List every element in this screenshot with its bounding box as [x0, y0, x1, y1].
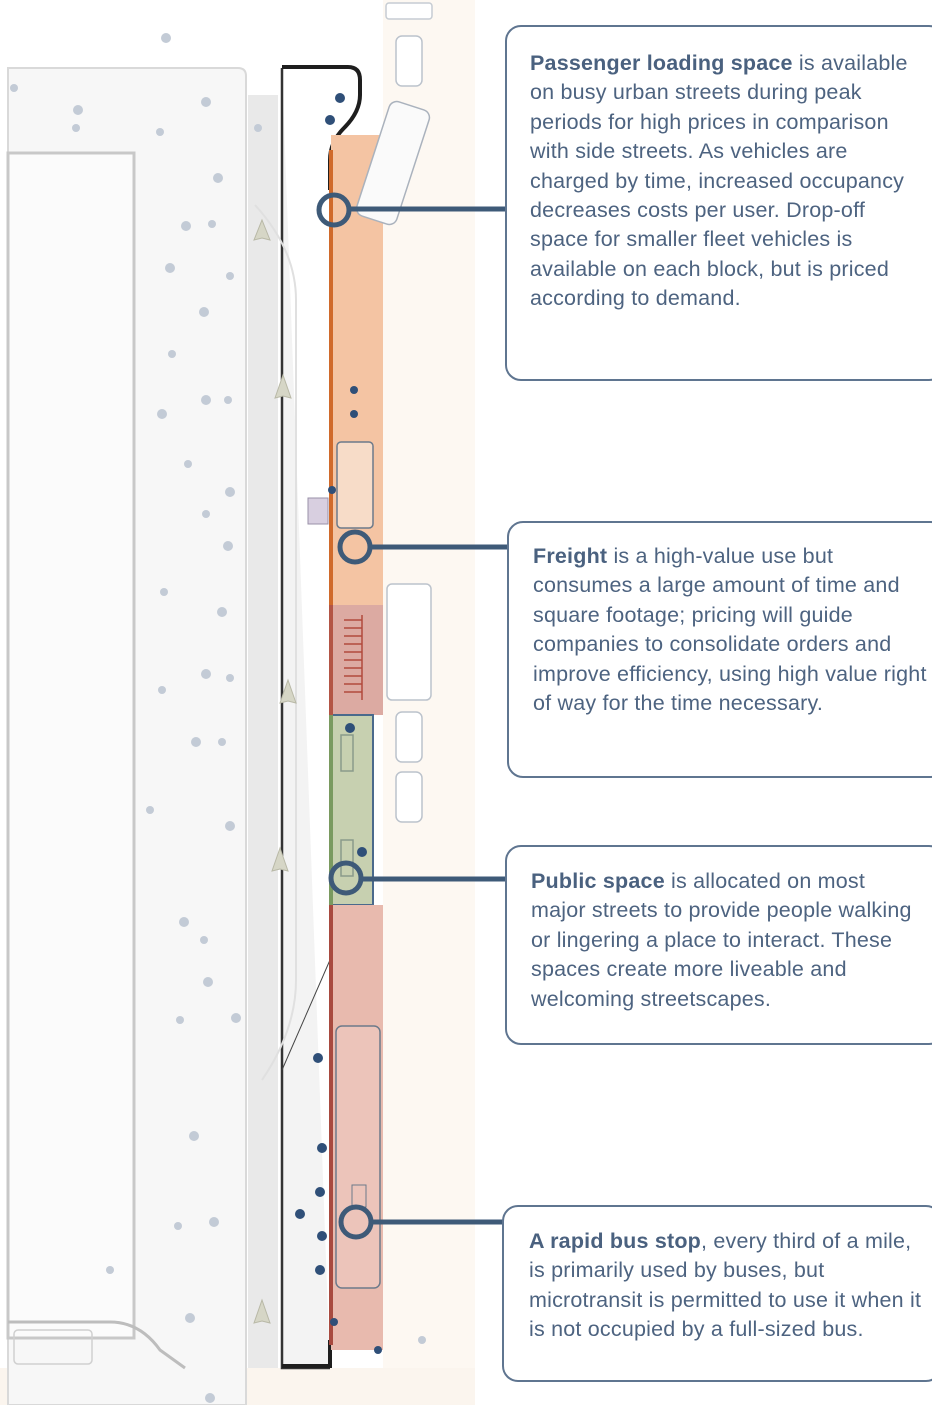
curb-bottom	[282, 1340, 332, 1368]
sidewalk-bulge	[254, 204, 297, 1081]
tree-symbols	[10, 33, 426, 1403]
car-angled	[355, 100, 431, 226]
callout-body: is allocated on most major streets to pr…	[531, 869, 912, 1011]
callout-passenger-loading: Passenger loading space is available on …	[505, 25, 932, 381]
callout-title: Public space	[531, 869, 665, 893]
sidewalk-tree-icons	[253, 218, 297, 1324]
truck	[386, 583, 432, 701]
parking-outline	[13, 1329, 93, 1365]
bench	[340, 839, 354, 877]
crosswalk-thin	[281, 959, 331, 1071]
callout-body: is a high-value use but consumes a large…	[533, 544, 927, 716]
callout-freight: Freight is a high-value use but consumes…	[507, 521, 932, 778]
sidewalk	[248, 95, 278, 1368]
car	[395, 711, 423, 763]
car	[395, 35, 423, 87]
bench	[340, 734, 354, 772]
callout-connectors	[316, 192, 508, 1240]
delivery-van	[336, 441, 374, 529]
bus	[335, 1025, 381, 1289]
callout-title: Passenger loading space	[530, 51, 793, 75]
callout-body: , every third of a mile, is primarily us…	[529, 1229, 922, 1342]
building-footprint	[6, 151, 136, 1340]
callout-public-space: Public space is allocated on most major …	[505, 845, 932, 1045]
freight-hatch	[344, 615, 363, 700]
driveway-curve	[8, 1320, 186, 1370]
callout-title: Freight	[533, 544, 608, 568]
bike-rack	[307, 497, 329, 525]
callout-rapid-bus-stop: A rapid bus stop, every third of a mile,…	[502, 1205, 932, 1382]
pedestrian-icons	[295, 93, 382, 1354]
callout-body: is available on busy urban streets durin…	[530, 51, 908, 311]
roadway-strip	[383, 0, 475, 1405]
car	[385, 2, 433, 20]
callout-title: A rapid bus stop	[529, 1229, 702, 1253]
car	[395, 771, 423, 823]
